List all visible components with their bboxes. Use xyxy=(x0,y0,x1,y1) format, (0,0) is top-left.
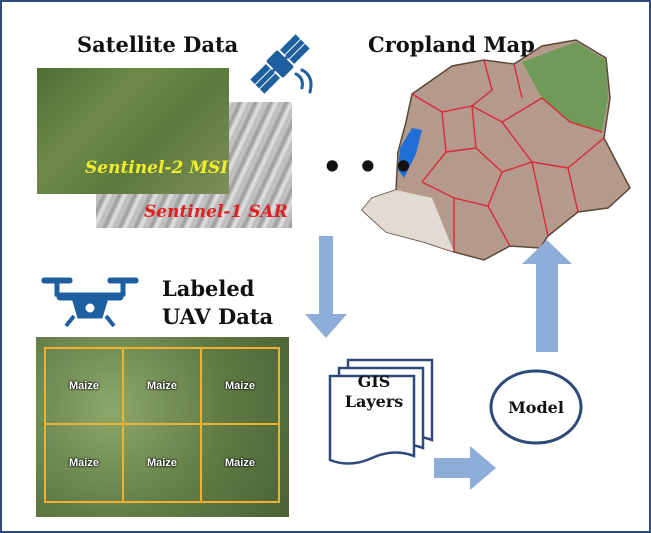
arrow-right xyxy=(434,446,496,490)
gis-layers-line-1: GIS xyxy=(357,372,391,391)
uav-title-line-1: Labeled xyxy=(162,276,255,301)
sentinel-2-msi-image xyxy=(37,68,229,194)
satellite-data-title: Satellite Data xyxy=(77,32,239,57)
sentinel-2-msi-label: Sentinel-2 MSI xyxy=(85,158,229,178)
satellite-signal-icon xyxy=(294,68,313,94)
satellite-icon xyxy=(250,34,310,94)
cropland-map-districts xyxy=(411,59,605,252)
model-label: Model xyxy=(508,397,564,417)
arrow-up xyxy=(522,240,572,352)
grid-cell: Maize xyxy=(200,423,280,503)
gis-layers-line-2: Layers xyxy=(344,392,404,411)
grid-cell: Maize xyxy=(44,423,124,503)
gis-layers-label: GIS Layers xyxy=(324,372,424,412)
gis-layers-shape xyxy=(328,358,434,465)
grid-cell-label: Maize xyxy=(69,456,99,469)
grid-cell: Maize xyxy=(122,347,202,425)
grid-cell-label: Maize xyxy=(147,380,177,393)
cropland-map-green-zone xyxy=(522,42,608,132)
grid-cell-label: Maize xyxy=(225,456,255,469)
uav-title-line-2: UAV Data xyxy=(162,304,274,329)
grid-cell-label: Maize xyxy=(225,380,255,393)
grid-cell: Maize xyxy=(122,423,202,503)
arrow-down xyxy=(305,236,347,338)
model-circle xyxy=(489,369,583,445)
cropland-map-southwest xyxy=(362,190,454,252)
grid-cell-label: Maize xyxy=(69,380,99,393)
sentinel-1-sar-label: Sentinel-1 SAR xyxy=(144,202,288,222)
ellipsis: • • • xyxy=(322,148,416,186)
cropland-map-lake xyxy=(398,128,422,178)
cropland-map xyxy=(360,39,631,261)
uav-labeled-grid: Maize Maize Maize Maize Maize Maize xyxy=(36,337,289,517)
grid-cell-label: Maize xyxy=(147,456,177,469)
drone-icon xyxy=(41,277,139,328)
grid-cell: Maize xyxy=(200,347,280,425)
grid-cell: Maize xyxy=(44,347,124,425)
cropland-map-title: Cropland Map xyxy=(368,32,535,57)
